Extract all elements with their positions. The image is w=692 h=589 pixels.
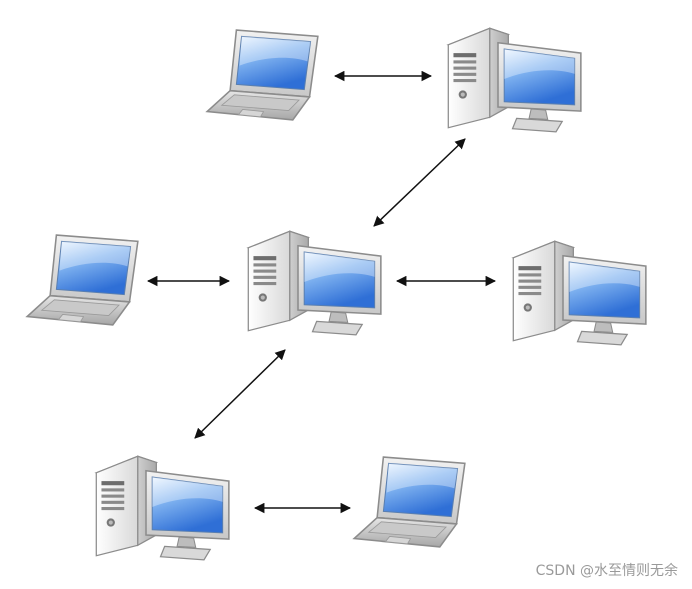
laptop-left-icon — [26, 234, 139, 326]
edge-desktop-top-desktop-center — [373, 138, 466, 227]
watermark-text: CSDN @水至情则无余 — [535, 563, 678, 579]
edge-desktop-center-desktop-bottom — [194, 349, 286, 439]
desktop-center-icon — [247, 230, 382, 336]
desktop-bottom-icon — [95, 455, 230, 561]
laptop-bottom-icon — [353, 456, 466, 548]
laptop-top-icon — [206, 29, 319, 121]
desktop-top-icon — [447, 27, 582, 133]
desktop-right-icon — [512, 240, 647, 346]
